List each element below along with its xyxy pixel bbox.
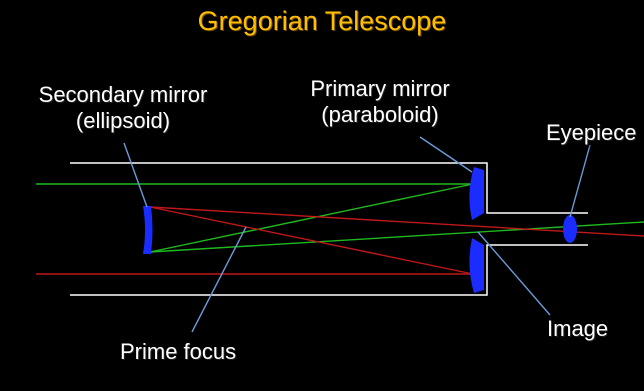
eyepiece-label: Eyepiece: [546, 120, 637, 145]
primary-mirror-label: Primary mirror (paraboloid): [295, 76, 465, 128]
primary-mirror-lower-half: [469, 238, 484, 293]
telescope-tube: [70, 162, 588, 296]
primary-mirror-label-line1: Primary mirror: [310, 76, 450, 101]
red-ray-secondary-to-eyepiece: [149, 206, 644, 237]
light-rays: [36, 183, 644, 275]
prime-focus-label: Prime focus: [120, 339, 237, 364]
secondary-mirror-label-line2: (ellipsoid): [75, 108, 171, 133]
leader-lines: [123, 136, 591, 333]
tube-top-wall: [70, 162, 588, 214]
primary-mirror-label-line2: (paraboloid): [321, 102, 439, 127]
red-ray-primary-to-secondary: [149, 206, 474, 275]
secondary-mirror-label: Secondary mirror (ellipsoid): [28, 82, 218, 134]
leader-primary-mirror: [419, 136, 473, 173]
secondary-mirror-shape: [143, 206, 153, 254]
primary-mirror-upper-half: [469, 167, 484, 220]
eyepiece-lens: [563, 215, 577, 243]
diagram-title: Gregorian Telescope: [197, 6, 447, 36]
green-ray-secondary-to-eyepiece: [149, 221, 644, 253]
tube-bottom-wall: [70, 244, 588, 296]
secondary-mirror-label-line1: Secondary mirror: [38, 82, 208, 107]
leader-prime-focus: [191, 226, 247, 333]
leader-secondary-mirror: [123, 142, 148, 208]
image-label: Image: [547, 316, 609, 341]
green-ray-primary-to-secondary: [149, 183, 474, 253]
leader-image: [477, 231, 551, 316]
leader-eyepiece: [569, 144, 591, 218]
